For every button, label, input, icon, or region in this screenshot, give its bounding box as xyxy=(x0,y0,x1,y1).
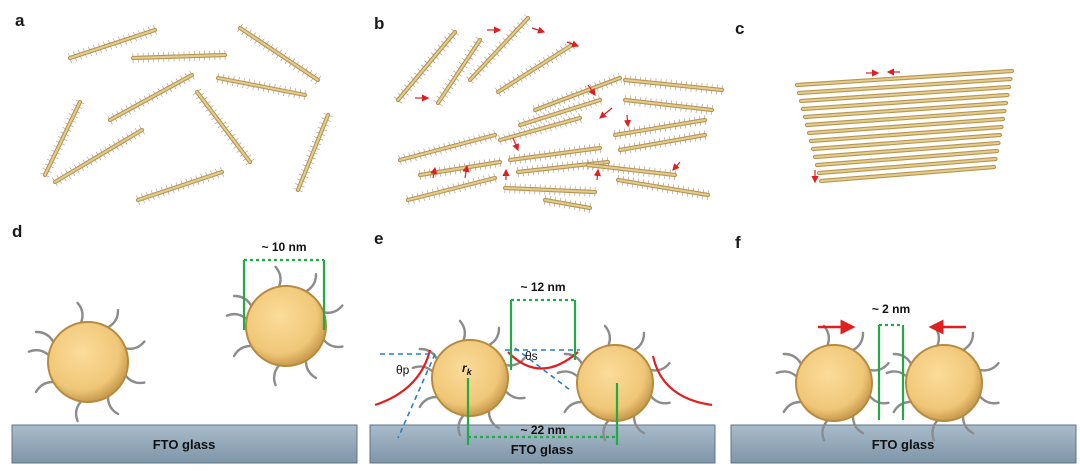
red-arrow-b-5 xyxy=(599,107,613,119)
panel-e-markers xyxy=(374,298,713,445)
rod-b-2 xyxy=(466,14,532,84)
panel-d-substrate: FTO glass xyxy=(11,424,358,464)
rod-c-5 xyxy=(804,108,1007,128)
panel-f-gap-label: ~ 2 nm xyxy=(872,302,910,316)
panel-e-gap-top-label: ~ 12 nm xyxy=(520,280,565,294)
panel-e-substrate-label: FTO glass xyxy=(511,442,574,457)
rod-a-3 xyxy=(107,70,195,125)
panel-b-red-arrows xyxy=(415,26,681,181)
panel-label-b: b xyxy=(374,14,385,33)
rod-c-0 xyxy=(794,68,1015,88)
nanoparticle-e-right xyxy=(556,324,671,442)
rod-a-5 xyxy=(40,99,85,178)
rod-c-8 xyxy=(810,132,1003,152)
rod-a-7 xyxy=(192,88,255,166)
rod-b-10 xyxy=(617,130,708,155)
panel-f-substrate: FTO glass xyxy=(730,424,1077,464)
rod-c-1 xyxy=(796,76,1013,96)
rod-c-4 xyxy=(802,100,1009,120)
red-arrow-b-6 xyxy=(623,114,632,128)
panel-b-aligning-nanorods xyxy=(393,14,725,213)
panel-e-substrate: FTO glass xyxy=(369,424,716,464)
red-arrow-b-12 xyxy=(672,161,681,171)
rod-b-11 xyxy=(507,143,603,165)
rod-c-7 xyxy=(808,124,1004,144)
svg-text:rk: rk xyxy=(462,361,473,377)
rod-a-2 xyxy=(236,23,322,85)
panel-d-gap-label: ~ 10 nm xyxy=(261,240,306,254)
rod-c-6 xyxy=(806,116,1006,136)
panel-c-nanorod-stack xyxy=(794,68,1015,184)
rod-b-13 xyxy=(397,130,498,165)
rod-b-14 xyxy=(405,173,498,205)
red-arrow-b-2 xyxy=(531,26,546,34)
nanoparticle-e-left xyxy=(411,319,526,437)
rod-c-12 xyxy=(818,164,997,184)
rod-b-17 xyxy=(615,175,711,200)
rod-b-9 xyxy=(612,115,708,140)
rod-c-3 xyxy=(800,92,1010,112)
red-arrow-b-8 xyxy=(430,166,438,179)
panel-label-c: c xyxy=(735,19,745,38)
panel-a-dispersed-nanorods xyxy=(40,23,333,205)
red-arrow-b-4 xyxy=(587,84,596,96)
panel-e-r-k: r xyxy=(462,361,468,375)
rod-a-0 xyxy=(67,25,158,63)
rod-c-11 xyxy=(816,156,998,176)
panel-e-theta-s: θs xyxy=(525,349,538,363)
rod-b-7 xyxy=(622,74,725,96)
rod-a-8 xyxy=(293,112,333,193)
rod-b-1 xyxy=(433,36,485,107)
panel-d-gap-marker xyxy=(242,258,326,330)
nanoparticle-f-right xyxy=(885,324,1000,442)
panel-label-a: a xyxy=(15,11,25,30)
nanoparticles-layer xyxy=(27,265,1000,442)
red-arrow-b-9 xyxy=(462,164,470,179)
nanoparticle-d-right xyxy=(225,265,344,387)
red-arrow-b-3 xyxy=(566,40,580,48)
panel-label-e: e xyxy=(374,229,384,248)
panel-d-substrate-label: FTO glass xyxy=(153,437,216,452)
panel-label-d: d xyxy=(12,222,23,241)
rod-b-18 xyxy=(542,195,593,213)
panel-e-theta-p: θp xyxy=(396,363,410,377)
panel-label-f: f xyxy=(735,233,741,252)
rod-b-8 xyxy=(622,94,715,116)
rod-c-2 xyxy=(798,84,1012,104)
rod-a-4 xyxy=(215,73,308,100)
rod-b-6 xyxy=(497,113,583,145)
rod-b-15 xyxy=(502,182,598,198)
rod-a-6 xyxy=(52,125,145,187)
rod-a-1 xyxy=(130,49,228,64)
panel-e-r-k-subscript: k xyxy=(467,367,473,377)
rod-c-10 xyxy=(814,148,1000,168)
red-arrow-b-7 xyxy=(512,137,520,152)
panel-f-substrate-label: FTO glass xyxy=(872,437,935,452)
panel-f-markers xyxy=(818,319,966,420)
panel-e-gap-bottom-label: ~ 22 nm xyxy=(520,423,565,437)
rod-b-5 xyxy=(517,95,603,130)
rod-b-19 xyxy=(417,157,503,180)
rod-a-9 xyxy=(135,167,225,205)
rod-c-9 xyxy=(812,140,1001,160)
red-arrow-b-11 xyxy=(593,168,601,181)
rod-b-3 xyxy=(495,40,575,97)
rod-b-4 xyxy=(532,73,623,115)
rod-b-0 xyxy=(393,28,460,104)
rod-b-16 xyxy=(585,159,678,181)
nanoparticle-f-left xyxy=(775,324,890,442)
nanoparticle-d-left xyxy=(27,301,146,423)
